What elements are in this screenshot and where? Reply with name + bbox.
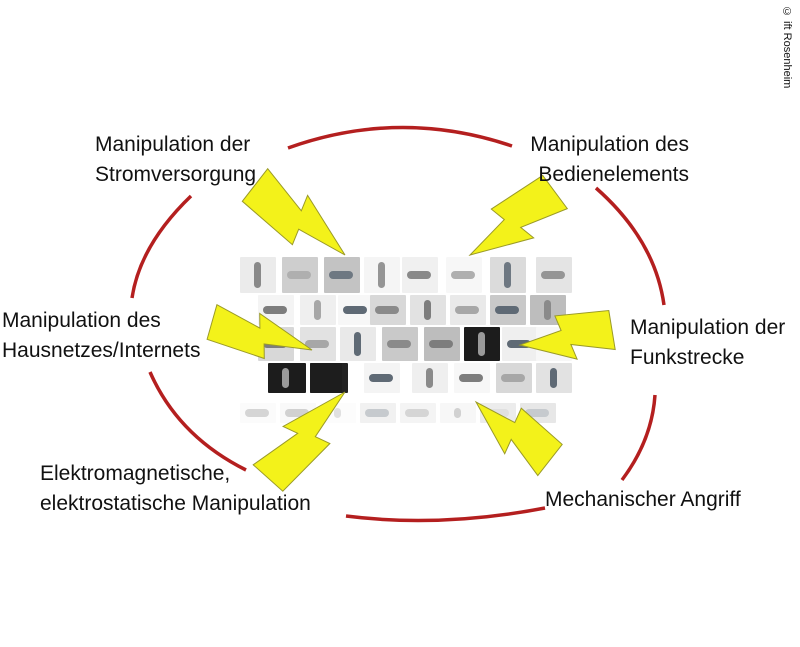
lock-cylinder-icon <box>254 262 261 288</box>
lock-cylinder-icon <box>329 271 353 279</box>
collage-thumbnail <box>536 363 572 393</box>
lock-cylinder-icon <box>504 262 511 288</box>
deadbolt-ad-card <box>310 363 342 393</box>
label-power: Manipulation der Stromversorgung <box>95 133 257 186</box>
collage-thumbnail <box>496 363 532 393</box>
collage-thumbnail <box>412 363 448 393</box>
collage-thumbnail <box>490 257 526 293</box>
collage-thumbnail <box>282 257 318 293</box>
collage-thumbnail <box>440 403 476 423</box>
collage-thumbnail <box>300 295 336 325</box>
collage-thumbnail <box>382 327 418 361</box>
collage-thumbnail <box>360 403 396 423</box>
lock-cylinder-icon <box>405 409 429 417</box>
lock-cylinder-icon <box>541 271 565 279</box>
collage-thumbnail <box>300 327 336 361</box>
bolt-controls-icon <box>468 174 569 256</box>
label-em: Elektromagnetische, elektrostatische Man… <box>40 462 311 515</box>
copyright-credit: © ift Rosenheim <box>781 6 793 89</box>
collage-thumbnail <box>402 257 438 293</box>
collage-thumbnail <box>424 327 460 361</box>
collage-thumbnail <box>454 363 490 393</box>
collage-thumbnail <box>364 363 400 393</box>
collage-thumbnail <box>490 295 526 325</box>
ring-arc-bottom <box>345 506 546 523</box>
lock-cylinder-icon <box>343 306 367 314</box>
lock-cylinder-icon <box>424 300 431 320</box>
collage-thumbnail <box>240 403 276 423</box>
lock-cylinder-icon <box>550 368 557 388</box>
lock-cylinder-icon <box>478 332 485 356</box>
lock-cylinder-icon <box>454 408 461 418</box>
bolt-power-icon <box>241 167 346 256</box>
lock-cylinder-icon <box>245 409 269 417</box>
lock-cylinder-icon <box>314 300 321 320</box>
collage-thumbnail <box>268 363 306 393</box>
ring-arc-lower-right <box>620 394 657 482</box>
collage-thumbnail <box>364 257 400 293</box>
bolt-mechanical-icon <box>474 400 563 477</box>
lock-cylinder-icon <box>455 306 479 314</box>
label-radio: Manipulation der Funkstrecke <box>630 316 786 369</box>
label-controls: Manipulation des Bedienelements <box>530 133 689 186</box>
lock-cylinder-icon <box>365 409 389 417</box>
bolt-em-icon <box>252 391 346 492</box>
lock-cylinder-icon <box>507 340 531 348</box>
lock-cylinder-icon <box>354 332 361 356</box>
ring-arc-top <box>287 125 513 150</box>
lock-cylinder-icon <box>378 262 385 288</box>
ring-arc-lower-left <box>148 371 247 472</box>
lock-cylinder-icon <box>334 408 341 418</box>
lock-cylinder-icon <box>459 374 483 382</box>
collage-thumbnail <box>338 295 374 325</box>
lock-cylinder-icon <box>525 409 549 417</box>
lock-cylinder-icon <box>495 306 519 314</box>
collage-thumbnail <box>240 257 276 293</box>
lock-cylinder-icon <box>451 271 475 279</box>
lock-cylinder-icon <box>285 409 309 417</box>
collage-thumbnail <box>340 327 376 361</box>
label-mechanical: Mechanischer Angriff <box>545 488 741 511</box>
collage-thumbnail <box>324 257 360 293</box>
ring-arc-upper-left <box>130 194 193 299</box>
bolt-radio-icon <box>518 309 616 360</box>
lock-cylinder-icon <box>369 374 393 382</box>
collage-thumbnail <box>446 257 482 293</box>
lock-cylinder-icon <box>287 271 311 279</box>
collage-thumbnail <box>536 257 572 293</box>
label-network: Manipulation des Hausnetzes/Internets <box>2 309 201 362</box>
lock-cylinder-icon <box>305 340 329 348</box>
lock-cylinder-icon <box>282 368 289 388</box>
lock-cylinder-icon <box>544 300 551 320</box>
lock-cylinder-icon <box>263 306 287 314</box>
collage-thumbnail <box>400 403 436 423</box>
collage-thumbnail <box>450 295 486 325</box>
lock-cylinder-icon <box>387 340 411 348</box>
lock-cylinder-icon <box>501 374 525 382</box>
ring-arc-upper-right <box>594 186 666 306</box>
lock-cylinder-icon <box>375 306 399 314</box>
collage-thumbnail <box>464 327 500 361</box>
lock-cylinder-icon <box>429 340 453 348</box>
lock-cylinder-icon <box>426 368 433 388</box>
lock-cylinder-icon <box>407 271 431 279</box>
collage-thumbnail <box>370 295 406 325</box>
bolt-network-icon <box>206 303 313 360</box>
collage-thumbnail <box>410 295 446 325</box>
